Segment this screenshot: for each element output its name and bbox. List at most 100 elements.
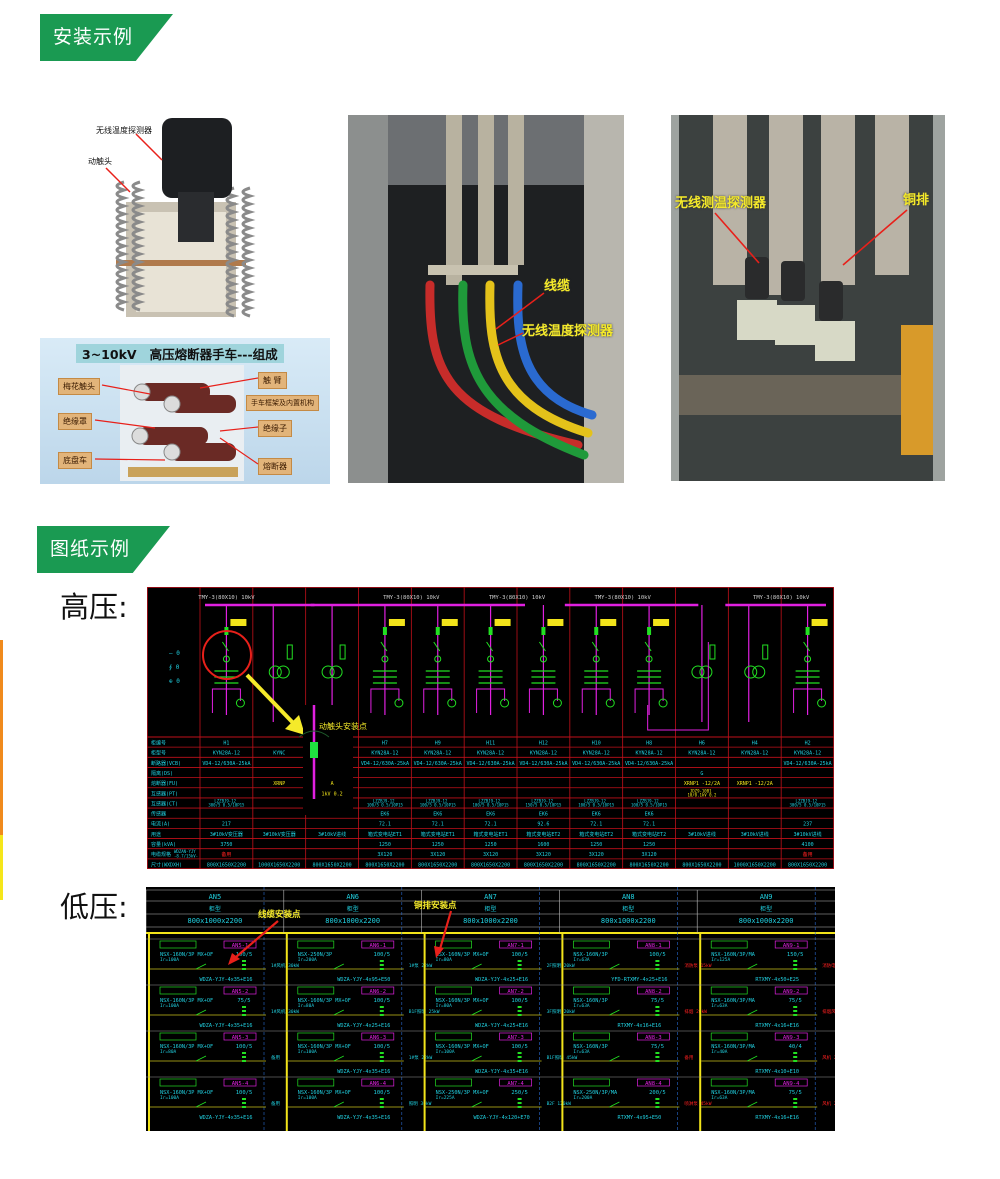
- cell-value: H6: [699, 741, 705, 747]
- circuit-id-box: [223, 1032, 257, 1041]
- cell-value: VD4-12/630A-25kA: [519, 761, 567, 767]
- switch-symbol: [222, 641, 229, 652]
- indicator-symbol: [394, 698, 404, 708]
- ct-mark: [242, 960, 246, 962]
- circuit-tag-box: [710, 1032, 748, 1041]
- ct-ratio: 100/5: [374, 1090, 391, 1096]
- cell-value: 1250: [485, 842, 497, 848]
- ct-mark: [242, 1102, 246, 1104]
- ct-mark: [655, 1052, 660, 1054]
- busbar-probe-label: 无线测温探测器: [675, 196, 767, 211]
- breaker-setting: Ir=100A: [160, 1003, 179, 1009]
- cell-value: A: [331, 781, 334, 787]
- ct-mark: [517, 1102, 522, 1104]
- load-name: 备用: [271, 1100, 280, 1107]
- cell-value: H10: [592, 741, 601, 747]
- switch-symbol: [471, 1055, 482, 1062]
- device-tag: [600, 619, 617, 626]
- cell-value: VD4-12/630A-25kA: [361, 761, 409, 767]
- circuit-id-box: [637, 1032, 670, 1041]
- circuit-id: AN8-2: [645, 989, 662, 995]
- busbar-illustration: [671, 115, 945, 481]
- cable-spec: RTXMY-4x50+E25: [755, 977, 799, 983]
- circuit-tag-box: [159, 1078, 197, 1087]
- ct-ratio: 100/5: [236, 952, 253, 958]
- switch-symbol: [609, 963, 620, 970]
- cable-spec: WDZA-YJY-4x25+E16: [475, 1023, 528, 1029]
- breaker-model: NSX-160N/3P MX+OF: [160, 952, 213, 958]
- photo-moving-contact: 无线温度探测器 动触头: [86, 112, 264, 324]
- ct-mark: [517, 1060, 522, 1062]
- switch-symbol: [333, 1055, 344, 1062]
- cell-value: 237: [803, 822, 812, 828]
- panel-type: 柜型: [209, 905, 221, 913]
- breaker-model: NSX-160N/3P/MA: [711, 952, 756, 958]
- breaker-setting: Ir=100A: [160, 957, 179, 963]
- ct-mark: [517, 1106, 522, 1108]
- breaker-model: NSX-250N/3P: [298, 952, 332, 958]
- ct-mark: [242, 1014, 246, 1016]
- highlight-circle: [202, 630, 252, 680]
- cell-value: XRNP1 -12/2A: [737, 781, 773, 787]
- photo-busbar: 无线测温探测器 铜排: [671, 115, 945, 481]
- ct-mark: [379, 1106, 384, 1108]
- bus-label: TMY-3(80X10) 10kV: [489, 595, 546, 601]
- breaker-setting: Ir=63A: [711, 1003, 728, 1009]
- row-label: 用途: [151, 831, 161, 838]
- circuit-tag-box: [573, 986, 610, 995]
- ct-ratio: 100/5: [511, 952, 528, 958]
- breaker-setting: Ir=40A: [711, 1049, 728, 1055]
- circuit-id: AN5-1: [232, 943, 249, 949]
- switch-symbol: [195, 1101, 207, 1108]
- switch-symbol: [333, 1009, 344, 1016]
- breaker-model: NSX-250N/3P/MA: [573, 1090, 618, 1096]
- photo-cable-cabinet: 线缆 无线温度探测器: [348, 115, 624, 483]
- cell-value: 1250: [432, 842, 444, 848]
- cable-spec: RTXMY-4x16+E16: [618, 1023, 662, 1029]
- breaker-symbol: [435, 627, 440, 635]
- cell-value: VD4-12/630A-25kA: [466, 761, 514, 767]
- cell-value: KYN28A-12: [741, 751, 768, 757]
- ct-mark: [379, 1102, 384, 1104]
- load-name: 排烟 20kW: [684, 1008, 707, 1015]
- indicator-symbol: [447, 698, 457, 708]
- cell-value: 3X120: [430, 852, 445, 858]
- cell-value: 800X1650X2200: [682, 862, 721, 868]
- switch-symbol: [747, 963, 758, 970]
- contact-symbol: [645, 655, 653, 663]
- circuit-id: AN8-3: [645, 1035, 662, 1041]
- circuit-tag-box: [710, 1078, 748, 1087]
- breaker-model: NSX-160N/3P: [573, 1044, 607, 1050]
- load-name: 风机 25kW: [822, 1100, 835, 1107]
- switch-symbol: [803, 641, 810, 652]
- ct-mark: [242, 1106, 246, 1108]
- ct-mark: [379, 960, 384, 962]
- ct-mark: [793, 1056, 798, 1058]
- ct-mark: [793, 1006, 798, 1008]
- ct-mark: [793, 1098, 798, 1100]
- cable-callout: 线缆安装点: [258, 909, 301, 920]
- breaker-setting: Ir=63A: [711, 1095, 728, 1101]
- tag-plum-contact: 梅花触头: [58, 378, 100, 395]
- breaker-model: NSX-160N/3P/MA: [711, 1090, 756, 1096]
- panel-name: AN7: [484, 893, 497, 901]
- tag-cart-frame: 手车框架及内置机构: [246, 395, 319, 411]
- cell-value: H11: [486, 741, 495, 747]
- circuit-id: AN7-1: [507, 943, 524, 949]
- side-accent-orange: [0, 640, 3, 835]
- ground-branch: [581, 688, 611, 713]
- transformer-symbol: [699, 665, 713, 679]
- contact-symbol: [539, 655, 547, 663]
- cable-spec: WDZA-YJY-4x25+E16: [475, 977, 528, 983]
- cell-value: H4: [752, 741, 758, 747]
- row-label: 互感器(CT): [151, 800, 178, 807]
- breaker-model: NSX-160N/3P MX+OF: [298, 1090, 351, 1096]
- cell-value: 72.1: [485, 822, 497, 828]
- switch-symbol: [609, 1101, 620, 1108]
- ct-mark: [793, 964, 798, 966]
- load-name: 1#风机 30kW: [271, 1008, 299, 1015]
- fuse-symbol: [286, 644, 293, 660]
- popup-contact: [310, 742, 318, 758]
- ct-mark: [655, 1056, 660, 1058]
- ground-branch: [423, 688, 453, 713]
